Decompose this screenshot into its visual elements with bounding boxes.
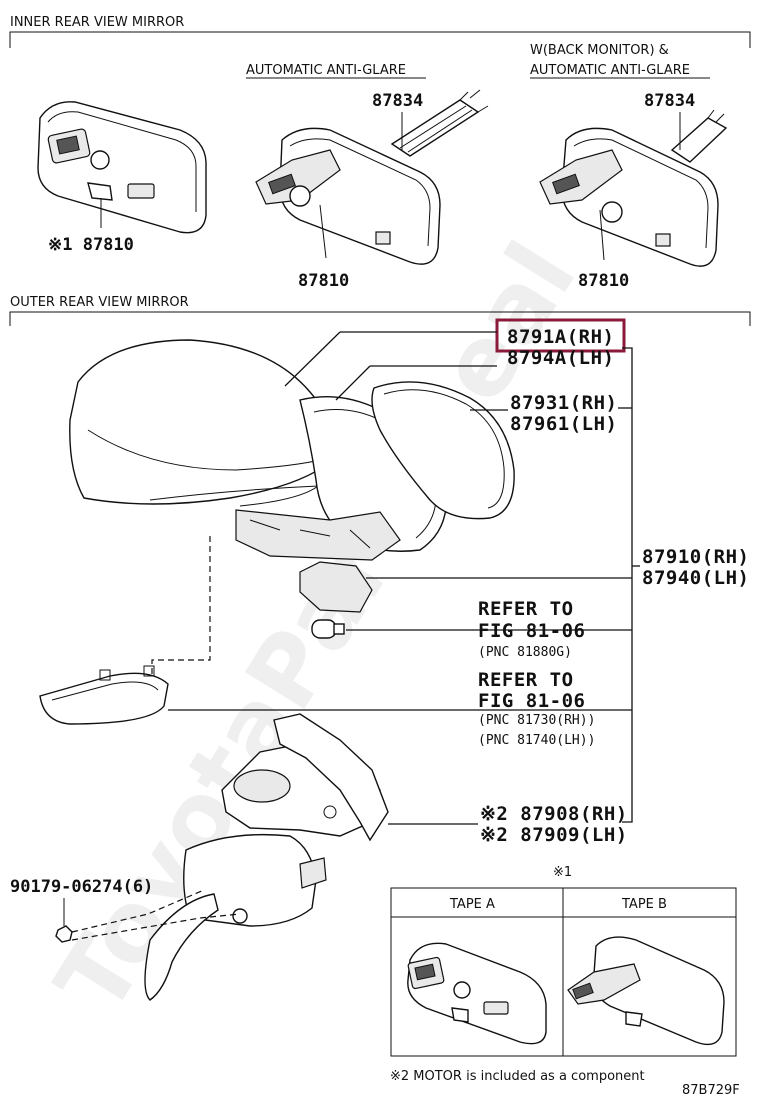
part-87961: 87961(LH)	[510, 413, 617, 435]
inner-section-title: INNER REAR VIEW MIRROR	[10, 15, 184, 30]
mirror-motor	[221, 713, 389, 842]
part-8791A: 8791A(RH)	[507, 326, 614, 348]
refer1-line1: REFER TO	[478, 598, 574, 620]
footnote: ※2 MOTOR is included as a component	[390, 1069, 645, 1084]
inner-mirror-2	[255, 127, 441, 265]
connector-87834-a	[390, 89, 489, 157]
guide-bolt-2	[71, 913, 241, 941]
back-monitor-label-2: AUTOMATIC ANTI-GLARE	[530, 63, 690, 78]
outer-section-bracket	[9, 311, 751, 326]
part-87834-a: 87834	[372, 91, 423, 111]
mirror-cover	[69, 339, 332, 507]
part-87810-antiglare: 87810	[298, 271, 349, 291]
part-87810-backmonitor: 87810	[578, 271, 629, 291]
inner-mirror-3	[539, 127, 719, 267]
inset-tape-a: TAPE A	[449, 897, 495, 912]
refer2-line3: (PNC 81730(RH))	[478, 713, 595, 728]
assembly-bracket	[622, 347, 633, 823]
part-8794A: 8794A(LH)	[507, 347, 614, 369]
inner-mirror-1	[37, 101, 207, 234]
part-87908: ※2 87908(RH)	[480, 803, 628, 825]
part-87909: ※2 87909(LH)	[480, 824, 628, 846]
inset-marker: ※1	[553, 865, 572, 880]
guide-signal	[151, 536, 211, 676]
part-87834-b: 87834	[644, 91, 695, 111]
inner-section-bracket	[9, 31, 751, 48]
tape-a-mirror	[407, 942, 547, 1045]
figure-code: 87B729F	[682, 1083, 740, 1098]
part-87931: 87931(RH)	[510, 392, 617, 414]
lamp-housing	[299, 561, 373, 613]
part-90179: 90179-06274(6)	[10, 877, 153, 897]
refer2-line1: REFER TO	[478, 669, 574, 691]
refer2-line4: (PNC 81740(LH))	[478, 733, 595, 748]
tape-b-mirror	[567, 936, 725, 1046]
mirror-base	[144, 833, 327, 1001]
bulb	[311, 619, 345, 639]
turn-signal	[39, 665, 169, 725]
highlight-box	[495, 318, 626, 353]
leader-8794A	[335, 365, 371, 401]
back-monitor-label-1: W(BACK MONITOR) &	[530, 43, 669, 58]
refer1-line2: FIG 81-06	[478, 620, 585, 642]
leader-cover	[284, 331, 341, 387]
part-87810-tape: ※1 87810	[48, 235, 134, 255]
part-87910: 87910(RH)	[642, 546, 749, 568]
auto-antiglare-label: AUTOMATIC ANTI-GLARE	[246, 63, 406, 78]
part-87940: 87940(LH)	[642, 567, 749, 589]
refer2-line2: FIG 81-06	[478, 690, 585, 712]
refer1-line3: (PNC 81880G)	[478, 645, 572, 660]
outer-section-title: OUTER REAR VIEW MIRROR	[10, 295, 189, 310]
connector-87834-b	[670, 109, 728, 163]
inset-tape-b: TAPE B	[621, 897, 667, 912]
mirror-glass	[371, 381, 515, 520]
bolt-90179	[55, 898, 73, 943]
